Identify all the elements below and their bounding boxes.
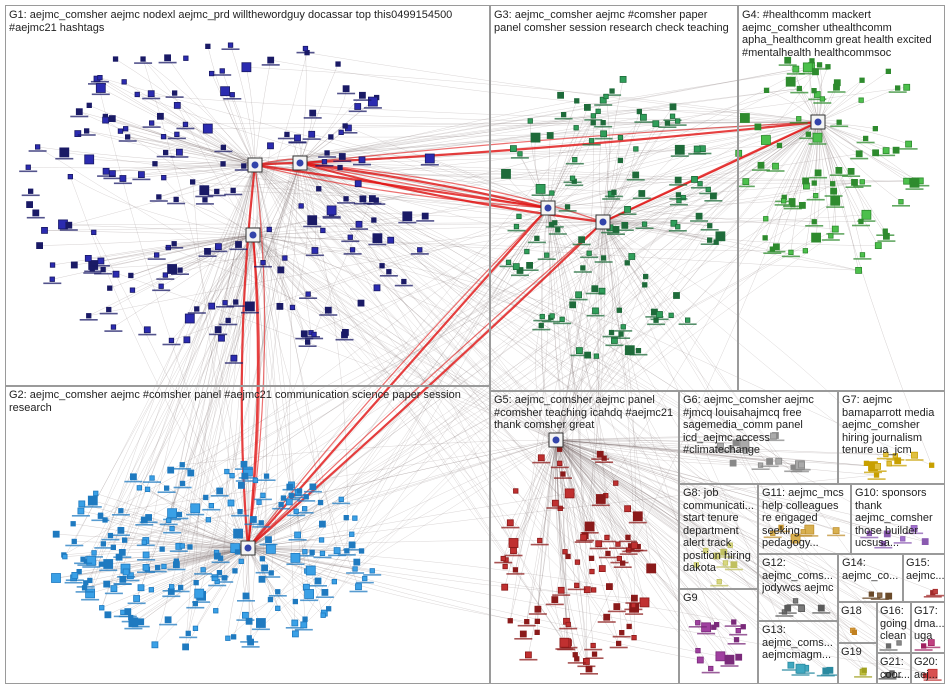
group-panel-g2 <box>5 386 490 684</box>
group-label-g15: G15: aejmc... huany... <box>906 557 944 583</box>
group-panel-g3 <box>490 5 738 391</box>
group-label-g12: G12: aejmc_coms... jodywcs aejmc congrat… <box>762 557 837 595</box>
group-label-g18: G18 <box>841 605 875 618</box>
group-label-g11: G11: aejmc_mcs help colleagues re engage… <box>762 487 850 551</box>
group-label-g6: G6: aejmc_comsher aejmc #jmcq louisahajm… <box>683 394 836 458</box>
group-label-g1: G1: aejmc_comsher aejmc nodexl aejmc_prd… <box>9 9 487 35</box>
group-label-g20: G20: aej... <box>914 656 944 682</box>
group-label-g4: G4: #healthcomm mackert aejmc_comsher ut… <box>742 9 942 73</box>
group-label-g2: G2: aejmc_comsher aejmc #comsher panel #… <box>9 389 487 415</box>
group-label-g21: G21: coor... <box>880 656 910 682</box>
group-label-g5: G5: aejmc_comsher aejmc panel #comsher t… <box>494 394 677 434</box>
group-label-g16: G16: going clean <box>880 605 910 643</box>
group-panel-g1 <box>5 5 490 386</box>
group-label-g8: G8: job communicati... start tenure depa… <box>683 487 756 577</box>
group-label-g10: G10: sponsors thank aejmc_comsher those … <box>855 487 943 551</box>
group-label-g3: G3: aejmc_comsher aejmc #comsher paper p… <box>494 9 734 49</box>
group-label-g7: G7: aejmc bamaparrott media aejmc_comshe… <box>842 394 943 458</box>
group-label-g9: G9 <box>683 592 723 605</box>
group-label-g17: G17: dma... uga <box>914 605 944 643</box>
group-label-g14: G14: aejmc_co... calorie... <box>842 557 902 583</box>
group-panel-g5 <box>490 391 679 684</box>
group-label-g13: G13: aejmc_coms... aejmcmagm... #aejmc22… <box>762 624 837 662</box>
group-label-g19: G19 <box>841 646 875 659</box>
